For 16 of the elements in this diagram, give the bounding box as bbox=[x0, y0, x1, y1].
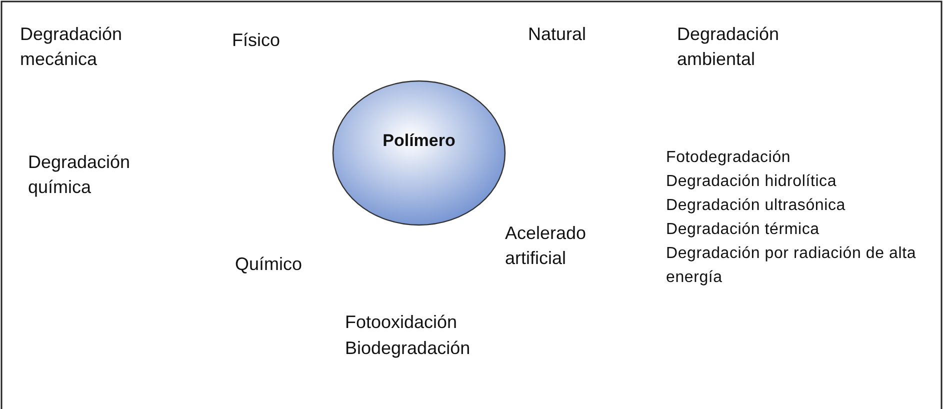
label-text: Fotodegradación bbox=[666, 148, 791, 168]
label-text: Degradación mecánica bbox=[20, 23, 124, 71]
label-text: Físico bbox=[232, 29, 280, 52]
label-text: Natural bbox=[528, 23, 586, 46]
label-text: Degradación térmica bbox=[666, 220, 820, 240]
label-text: Degradación química bbox=[28, 151, 132, 199]
ellipse-node bbox=[332, 80, 506, 226]
label-text: Químico bbox=[235, 253, 302, 276]
label-text: Degradación ambiental bbox=[677, 23, 780, 71]
label-text: Fotooxidación bbox=[345, 311, 458, 334]
node-label: Polímero bbox=[382, 131, 456, 151]
label-text: Acelerado artificial bbox=[505, 222, 588, 270]
label-text: Degradación por radiación de alta energía bbox=[666, 244, 918, 288]
label-text: Biodegradación bbox=[345, 337, 470, 360]
label-text: Degradación ultrasónica bbox=[666, 196, 846, 216]
label-text: Degradación hidrolítica bbox=[666, 172, 837, 192]
